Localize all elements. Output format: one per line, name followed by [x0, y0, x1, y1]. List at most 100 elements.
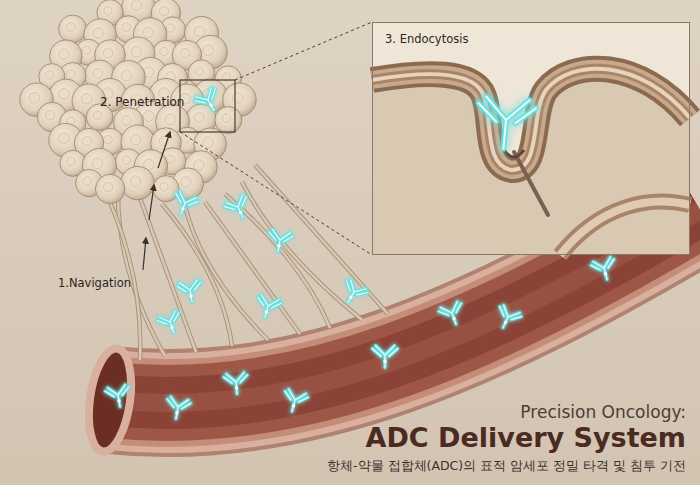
inset-frame: 3. Endocytosis	[372, 22, 690, 255]
cell-nucleus	[93, 28, 103, 38]
cell-nucleus	[180, 48, 189, 57]
drug-payload	[503, 320, 507, 324]
cell-nucleus	[46, 71, 54, 79]
drug-payload	[209, 103, 213, 107]
navigation-arrow	[143, 238, 146, 270]
cell-nucleus	[131, 0, 142, 10]
antibody-glow	[164, 396, 191, 421]
cell-nucleus	[82, 136, 91, 145]
cell-nucleus	[122, 116, 132, 126]
antibody	[193, 86, 224, 116]
cell-nucleus	[232, 92, 243, 103]
cell-nucleus	[104, 135, 113, 144]
cell-membrane	[372, 69, 690, 170]
cell-nucleus	[166, 24, 174, 32]
drug-payload	[349, 295, 353, 299]
antibody	[105, 384, 132, 409]
antibody	[223, 194, 254, 223]
antibody	[177, 279, 204, 304]
antibody	[338, 278, 369, 308]
antibody-large	[475, 96, 537, 151]
cell-nucleus	[159, 6, 168, 15]
antibody	[164, 396, 191, 421]
cell-membrane	[372, 69, 690, 170]
drug-payload	[189, 294, 193, 298]
antibody-core	[105, 384, 132, 409]
step-label: 2. Penetration	[100, 95, 184, 109]
cell-nucleus	[194, 160, 204, 170]
drug-payload	[264, 310, 268, 314]
antibody	[266, 229, 293, 254]
navigation-arrow	[158, 132, 170, 168]
leader-line	[235, 22, 372, 80]
fiber	[255, 165, 388, 314]
antibody-core	[223, 372, 249, 395]
drug-payload	[604, 272, 608, 276]
cell-nucleus	[222, 114, 231, 123]
drug-payload	[117, 399, 121, 403]
cell-nucleus	[143, 111, 154, 122]
antibody	[223, 372, 249, 395]
antibody-core	[475, 96, 537, 151]
cell-nucleus	[92, 158, 103, 169]
antibody-core	[280, 388, 309, 414]
antibody-glow	[156, 310, 184, 337]
cell-nucleus	[121, 70, 132, 81]
navigation-arrow	[149, 185, 154, 220]
antibody-core	[590, 256, 619, 282]
cell-nucleus	[58, 88, 69, 99]
antibody-glow	[475, 96, 537, 151]
antibody	[438, 300, 468, 328]
fiber	[242, 182, 362, 320]
leader-line	[180, 132, 372, 255]
drug-payload	[170, 325, 174, 329]
antibody-core	[164, 396, 191, 421]
antibody-glow	[372, 346, 397, 368]
antibody-glow	[438, 300, 468, 328]
cell-nucleus	[194, 112, 204, 122]
antibody-core	[170, 190, 200, 218]
step-label: 1.Navigation	[58, 276, 131, 290]
antibody-glow	[105, 384, 132, 409]
cell-nucleus	[82, 46, 90, 54]
antibody	[170, 190, 200, 218]
drug-payload	[452, 317, 456, 321]
antibody-core	[223, 194, 254, 223]
fiber	[242, 182, 362, 320]
cell-nucleus	[122, 156, 130, 164]
tumor-cell	[153, 176, 179, 202]
antibody-glow	[193, 86, 224, 116]
cell-nucleus	[165, 114, 176, 125]
receptor-head	[504, 150, 524, 157]
cell-nucleus	[45, 110, 54, 119]
antibody	[492, 304, 523, 333]
fiber	[98, 176, 140, 360]
cell-nucleus	[93, 68, 103, 78]
antibody-glow	[280, 388, 309, 414]
tumor-cell	[95, 174, 124, 203]
antibody-core	[338, 278, 369, 308]
cell-nucleus	[66, 70, 75, 79]
membrane-fold	[560, 202, 690, 255]
antibody-glow	[223, 372, 249, 395]
antibody	[280, 388, 309, 414]
antibody	[156, 310, 184, 337]
endocytosis-inset	[372, 22, 690, 255]
drug-payload	[175, 411, 179, 415]
cell-nucleus	[130, 176, 141, 187]
cell-nucleus	[29, 92, 40, 103]
antibody-core	[193, 86, 224, 116]
cell-nucleus	[66, 23, 75, 32]
antibody	[590, 256, 619, 282]
membrane-fold	[560, 202, 690, 255]
cell-nucleus	[83, 177, 92, 186]
cell-nucleus	[160, 47, 169, 56]
cell-nucleus	[103, 182, 112, 191]
antibody-glow	[338, 278, 369, 308]
drug-payload	[383, 360, 386, 363]
drug-payload	[235, 386, 238, 389]
antibody-glow	[177, 279, 204, 304]
cell-nucleus	[131, 46, 142, 57]
